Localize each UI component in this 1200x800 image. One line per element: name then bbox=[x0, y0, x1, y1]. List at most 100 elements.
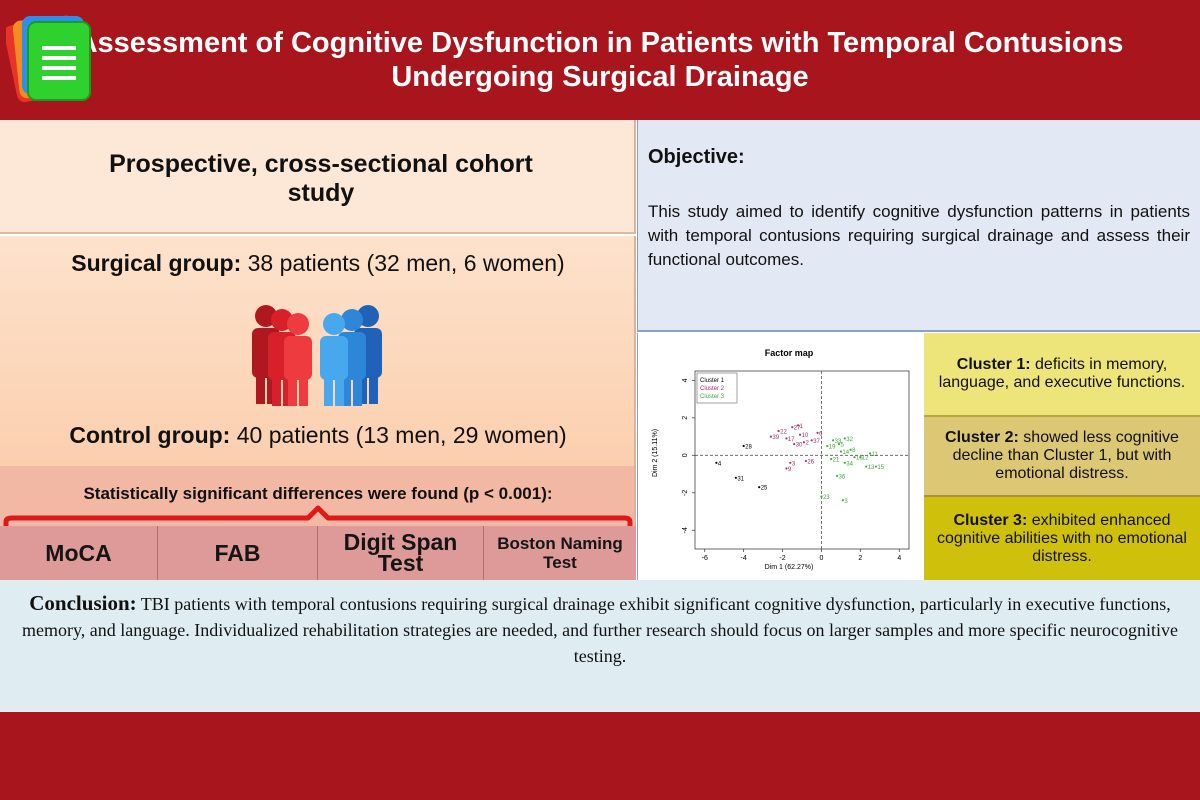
point-label: 17 bbox=[788, 437, 795, 443]
data-point bbox=[874, 465, 878, 468]
cluster-2-label: Cluster 2: bbox=[945, 429, 1019, 446]
point-label: 13 bbox=[868, 465, 875, 471]
data-point bbox=[839, 450, 843, 453]
point-label: 2 bbox=[805, 441, 809, 447]
study-design-text: Prospective, cross-sectional cohort stud… bbox=[109, 150, 533, 207]
people-icon bbox=[252, 305, 382, 406]
x-tick-label: -4 bbox=[741, 555, 747, 562]
y-tick-label: 4 bbox=[682, 378, 689, 382]
point-label: 16 bbox=[856, 456, 863, 462]
data-point bbox=[742, 444, 745, 448]
data-point bbox=[832, 439, 835, 442]
cluster-1-label: Cluster 1: bbox=[956, 356, 1031, 373]
data-point bbox=[798, 433, 802, 436]
cluster-2-text: showed less cognitive decline than Clust… bbox=[952, 429, 1179, 482]
data-point bbox=[810, 439, 813, 442]
footer-banner bbox=[0, 712, 1200, 800]
point-label: 3 bbox=[844, 499, 848, 505]
data-point bbox=[826, 444, 829, 448]
point-label: 37 bbox=[813, 439, 820, 445]
y-tick-label: 2 bbox=[682, 416, 689, 420]
point-label: 22 bbox=[780, 429, 787, 435]
data-point bbox=[830, 457, 833, 461]
point-label: 31 bbox=[737, 476, 744, 482]
x-tick-label: -6 bbox=[702, 555, 708, 562]
legend-entry: Cluster 1 bbox=[700, 378, 725, 384]
data-point bbox=[859, 456, 862, 459]
data-point bbox=[785, 467, 788, 470]
y-tick-label: 0 bbox=[682, 453, 689, 457]
cluster-3-text: exhibited enhanced cognitive abilities w… bbox=[937, 511, 1187, 565]
point-label: 8 bbox=[852, 448, 856, 454]
y-tick-label: -2 bbox=[682, 490, 689, 496]
data-point bbox=[837, 442, 841, 446]
objective-panel bbox=[637, 120, 1200, 332]
x-axis-label: Dim 1 (62.27%) bbox=[765, 564, 814, 571]
document-icon bbox=[6, 15, 91, 103]
point-label: 3 bbox=[792, 461, 796, 467]
cluster-1-text: deficits in memory, language, and execut… bbox=[938, 356, 1186, 391]
data-point bbox=[758, 486, 761, 489]
point-label: 28 bbox=[745, 444, 752, 450]
data-point bbox=[835, 474, 839, 478]
x-tick-label: -2 bbox=[779, 555, 785, 562]
data-point bbox=[715, 461, 718, 464]
x-tick-label: 2 bbox=[858, 555, 862, 562]
data-point bbox=[853, 456, 856, 459]
cluster-2-panel: Cluster 2: showed less cognitive decline… bbox=[924, 417, 1200, 497]
data-point bbox=[793, 442, 796, 446]
control-group-detail: 40 patients (13 men, 29 women) bbox=[230, 422, 567, 448]
groups-panel bbox=[0, 236, 636, 466]
data-point bbox=[802, 441, 806, 444]
point-label: 12 bbox=[862, 456, 869, 462]
point-label: 1 bbox=[800, 424, 804, 430]
data-point bbox=[849, 448, 852, 451]
surgical-group-detail: 38 patients (32 men, 6 women) bbox=[241, 250, 565, 276]
data-point bbox=[804, 459, 807, 463]
test-boston-naming: Boston Naming Test bbox=[484, 526, 636, 580]
data-point bbox=[843, 437, 846, 440]
data-point bbox=[785, 437, 788, 440]
point-label: 36 bbox=[839, 474, 846, 480]
cluster-3-panel: Cluster 3: exhibited enhanced cognitive … bbox=[924, 497, 1200, 580]
data-point bbox=[769, 435, 772, 438]
point-label: 10 bbox=[802, 433, 809, 439]
y-axis-label: Dim 2 (15.11%) bbox=[652, 429, 659, 477]
x-tick-label: 4 bbox=[897, 555, 901, 562]
control-group-label: Control group: bbox=[69, 422, 231, 448]
data-point bbox=[797, 424, 800, 427]
data-point bbox=[734, 476, 737, 479]
point-label: 23 bbox=[823, 495, 830, 501]
point-label: 30 bbox=[796, 443, 803, 449]
bracket-icon bbox=[3, 505, 633, 528]
point-label: 19 bbox=[829, 444, 836, 450]
point-label: 32 bbox=[846, 437, 853, 443]
test-fab: FAB bbox=[158, 526, 318, 580]
objective-heading: Objective: bbox=[648, 146, 745, 168]
test-digit-span: Digit Span Test bbox=[318, 526, 484, 580]
point-label: 21 bbox=[833, 458, 840, 464]
objective-text: This study aimed to identify cognitive d… bbox=[648, 202, 1190, 269]
point-label: 14 bbox=[842, 450, 849, 456]
conclusion-panel bbox=[0, 580, 1200, 712]
point-label: 15 bbox=[877, 465, 884, 471]
point-label: 25 bbox=[761, 486, 768, 492]
data-point bbox=[789, 461, 792, 464]
point-label: 34 bbox=[846, 461, 853, 467]
control-group-line: Control group: 40 patients (13 men, 29 w… bbox=[0, 422, 636, 449]
data-point bbox=[841, 499, 844, 502]
data-point bbox=[843, 461, 846, 464]
data-point bbox=[868, 452, 872, 455]
data-point bbox=[865, 465, 868, 468]
cluster-1-panel: Cluster 1: deficits in memory, language,… bbox=[924, 333, 1200, 417]
test-moca: MoCA bbox=[0, 526, 158, 580]
cluster-3-label: Cluster 3: bbox=[953, 511, 1028, 529]
plot-frame bbox=[694, 370, 910, 550]
point-label: 33 bbox=[835, 439, 842, 445]
data-point bbox=[816, 431, 819, 434]
legend-box bbox=[696, 372, 738, 404]
chart-title: Factor map bbox=[765, 348, 814, 358]
point-label: 39 bbox=[772, 435, 779, 441]
study-design-panel bbox=[0, 120, 636, 234]
